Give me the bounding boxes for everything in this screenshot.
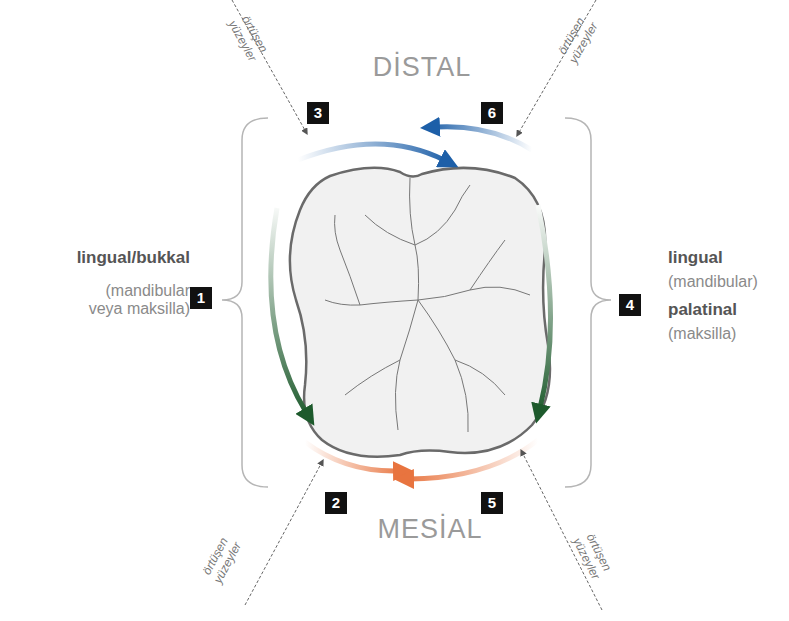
surface-label: palatinal <box>668 300 737 320</box>
jaw-note: (maksilla) <box>668 325 736 343</box>
callout-number: 4 <box>619 294 641 316</box>
overlap-note: örtüşen yüzeyler <box>222 6 274 70</box>
jaw-note: (mandibular) <box>668 273 758 291</box>
jaw-note: (mandibular veya maksilla) <box>72 282 190 319</box>
direction-label: DİSTAL <box>373 52 472 83</box>
callout-number: 6 <box>481 102 503 124</box>
overlap-note: örtüşen yüzeyler <box>552 8 605 72</box>
callout-number: 5 <box>481 492 503 514</box>
surface-label: lingual/bukkal <box>77 248 190 268</box>
direction-label: MESİAL <box>377 514 482 545</box>
callout-number: 2 <box>325 492 347 514</box>
callout-number: 1 <box>190 287 212 309</box>
overlap-note: örtüşen yüzeyler <box>196 528 248 592</box>
callout-number: 3 <box>307 102 329 124</box>
surface-label: lingual <box>668 248 723 268</box>
